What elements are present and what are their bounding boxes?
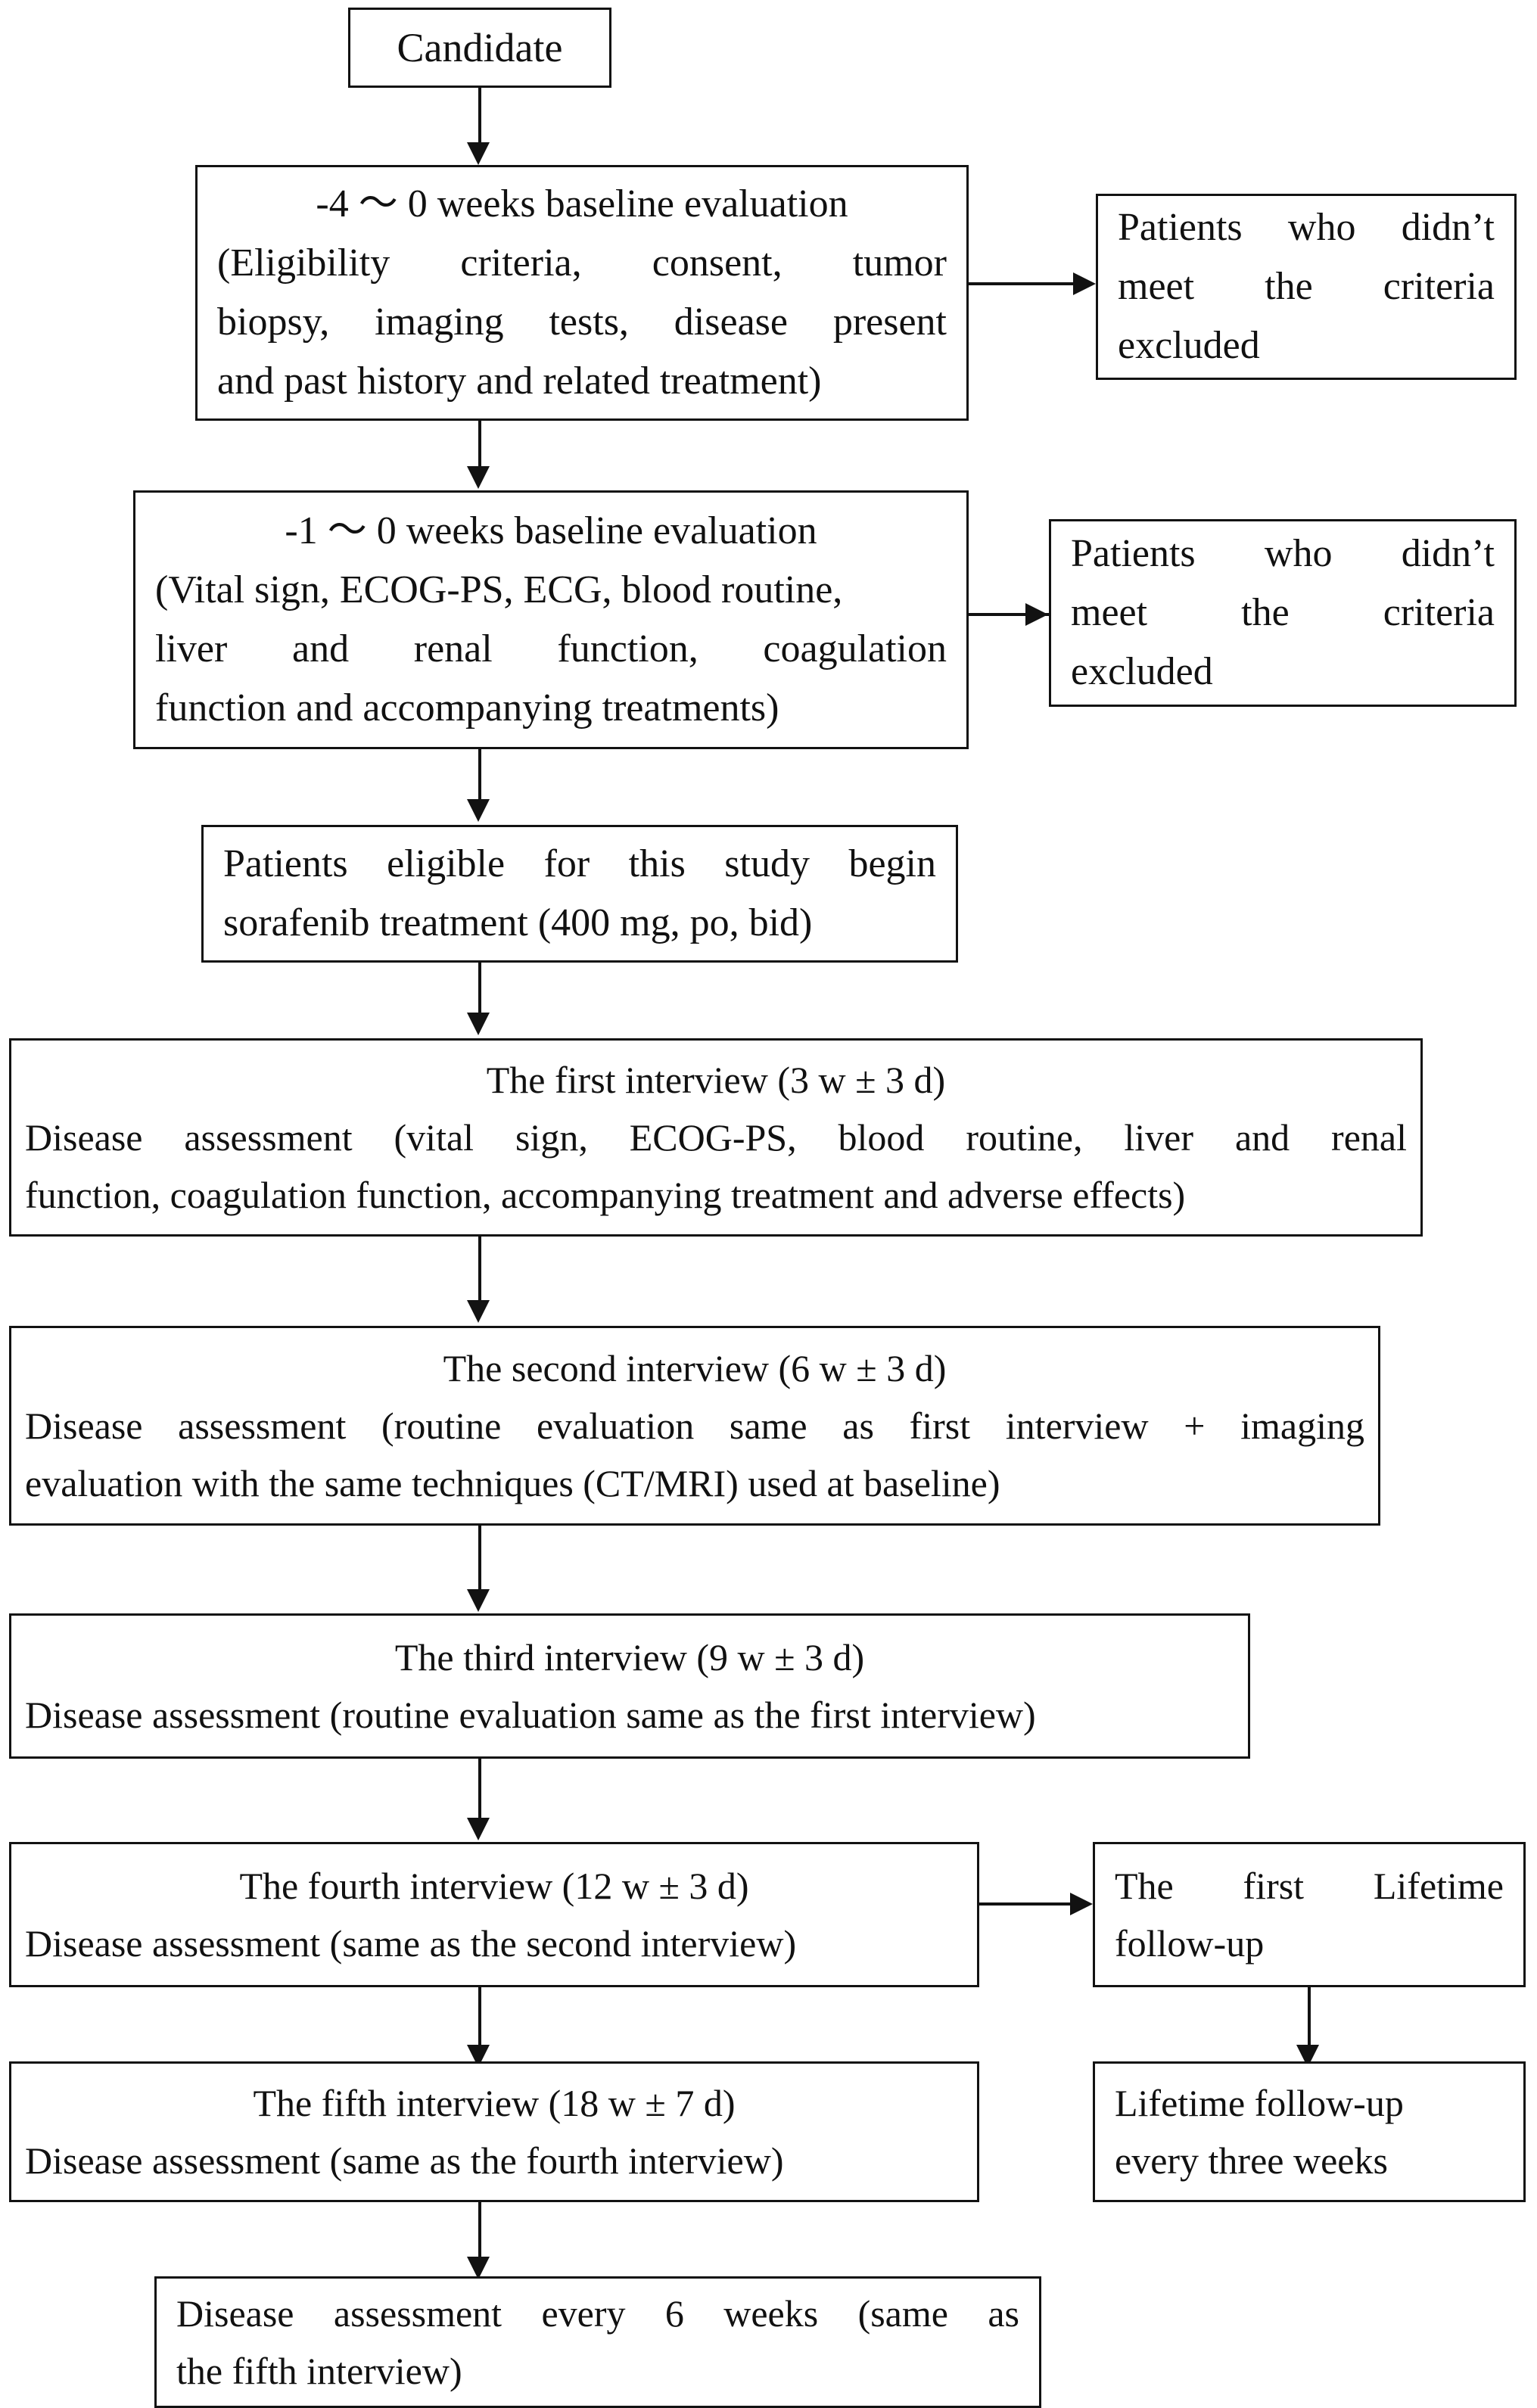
arrowhead-candidate-to-baseline4w: [467, 142, 490, 165]
connector-baseline4w-to-excluded1: [969, 282, 1076, 285]
node-candidate-label: Candidate: [397, 24, 563, 70]
node-excluded2-line1: Patients who didn’t: [1071, 532, 1495, 575]
node-interview3-line1: The third interview (9 w ± 3 d): [394, 1636, 865, 1678]
arrowhead-baseline4w-to-excluded1: [1073, 272, 1096, 295]
node-excluded1-line2: meet the criteria: [1118, 265, 1495, 308]
connector-candidate-to-baseline4w: [478, 88, 481, 147]
node-assessment-every-6-weeks: Disease assessment every 6 weeks (same a…: [154, 2276, 1041, 2408]
node-eligible-line2: sorafenib treatment (400 mg, po, bid): [223, 901, 813, 944]
node-interview-2: The second interview (6 w ± 3 d) Disease…: [9, 1326, 1380, 1526]
connector-baseline1w-to-excluded2: [969, 613, 1052, 616]
node-interview4-line2: Disease assessment (same as the second i…: [25, 1922, 797, 1965]
node-followup-first-line1: The first Lifetime: [1115, 1865, 1504, 1907]
connector-interview3-to-interview4: [478, 1759, 481, 1824]
node-followup-first-line2: follow-up: [1115, 1922, 1265, 1965]
arrowhead-interview2-to-interview3: [467, 1589, 490, 1612]
node-excluded-patients-2: Patients who didn’t meet the criteria ex…: [1049, 519, 1517, 707]
connector-followup-first-to-repeat: [1308, 1987, 1311, 2052]
node-eligible-line1: Patients eligible for this study begin: [223, 842, 936, 885]
node-interview4-line1: The fourth interview (12 w ± 3 d): [239, 1865, 749, 1907]
connector-interview4-to-followup-first: [979, 1902, 1075, 1906]
node-interview-3: The third interview (9 w ± 3 d) Disease …: [9, 1613, 1250, 1759]
node-baseline-1w-line2: (Vital sign, ECOG-PS, ECG, blood routine…: [155, 568, 843, 611]
node-interview2-line1: The second interview (6 w ± 3 d): [443, 1347, 947, 1389]
arrowhead-baseline1w-to-eligible: [467, 799, 490, 822]
node-interview1-line2: Disease assessment (vital sign, ECOG-PS,…: [25, 1116, 1407, 1159]
connector-interview2-to-interview3: [478, 1526, 481, 1595]
arrowhead-interview5-to-assessment6w: [467, 2257, 490, 2279]
node-interview5-line2: Disease assessment (same as the fourth i…: [25, 2139, 784, 2182]
node-baseline-evaluation-1week: -1 ～ 0 weeks baseline evaluation (Vital …: [133, 490, 969, 749]
node-interview-1: The first interview (3 w ± 3 d) Disease …: [9, 1038, 1423, 1237]
node-interview3-line2: Disease assessment (routine evaluation s…: [25, 1694, 1036, 1736]
node-excluded1-line1: Patients who didn’t: [1118, 206, 1495, 249]
node-interview2-line3: evaluation with the same techniques (CT/…: [25, 1462, 1000, 1504]
node-baseline-evaluation-4weeks: -4 ～ 0 weeks baseline evaluation (Eligib…: [195, 165, 969, 421]
node-excluded-patients-1: Patients who didn’t meet the criteria ex…: [1096, 194, 1517, 380]
connector-eligible-to-interview1: [478, 963, 481, 1017]
connector-baseline1w-to-eligible: [478, 749, 481, 804]
node-followup-repeat-line2: every three weeks: [1115, 2139, 1388, 2182]
node-eligible-begin-sorafenib: Patients eligible for this study begin s…: [201, 825, 958, 963]
node-excluded2-line3: excluded: [1071, 650, 1213, 693]
arrowhead-baseline1w-to-excluded2: [1025, 603, 1048, 626]
node-interview1-line1: The first interview (3 w ± 3 d): [486, 1059, 946, 1101]
connector-interview4-to-interview5: [478, 1987, 481, 2052]
node-baseline-1w-line1: -1 ～ 0 weeks baseline evaluation: [285, 509, 817, 552]
arrowhead-interview1-to-interview2: [467, 1300, 490, 1323]
node-baseline-1w-line4: function and accompanying treatments): [155, 686, 779, 730]
node-followup-every-three-weeks: Lifetime follow-up every three weeks: [1093, 2061, 1526, 2202]
node-baseline-4w-line1: -4 ～ 0 weeks baseline evaluation: [316, 182, 848, 226]
node-baseline-4w-line3: biopsy, imaging tests, disease present: [217, 300, 947, 344]
node-interview-4: The fourth interview (12 w ± 3 d) Diseas…: [9, 1842, 979, 1987]
node-interview-5: The fifth interview (18 w ± 7 d) Disease…: [9, 2061, 979, 2202]
node-interview1-line3: function, coagulation function, accompan…: [25, 1174, 1186, 1216]
arrowhead-interview3-to-interview4: [467, 1818, 490, 1840]
node-baseline-1w-line3: liver and renal function, coagulation: [155, 627, 947, 670]
node-followup-repeat-line1: Lifetime follow-up: [1115, 2082, 1404, 2124]
connector-interview1-to-interview2: [478, 1237, 481, 1306]
node-interview5-line1: The fifth interview (18 w ± 7 d): [253, 2082, 736, 2124]
arrowhead-interview4-to-followup-first: [1070, 1893, 1093, 1915]
node-baseline-4w-line4: and past history and related treatment): [217, 359, 822, 403]
arrowhead-baseline4w-to-baseline1w: [467, 466, 490, 489]
node-assessment6w-line2: the fifth interview): [176, 2350, 462, 2392]
node-excluded2-line2: meet the criteria: [1071, 591, 1495, 634]
node-excluded1-line3: excluded: [1118, 324, 1260, 367]
node-baseline-4w-line2: (Eligibility criteria, consent, tumor: [217, 241, 947, 285]
connector-interview5-to-assessment6w: [478, 2202, 481, 2264]
node-candidate: Candidate: [348, 8, 611, 88]
arrowhead-eligible-to-interview1: [467, 1013, 490, 1035]
node-interview2-line2: Disease assessment (routine evaluation s…: [25, 1405, 1364, 1447]
node-followup-first: The first Lifetime follow-up: [1093, 1842, 1526, 1987]
connector-baseline4w-to-baseline1w: [478, 421, 481, 471]
node-assessment6w-line1: Disease assessment every 6 weeks (same a…: [176, 2292, 1019, 2335]
